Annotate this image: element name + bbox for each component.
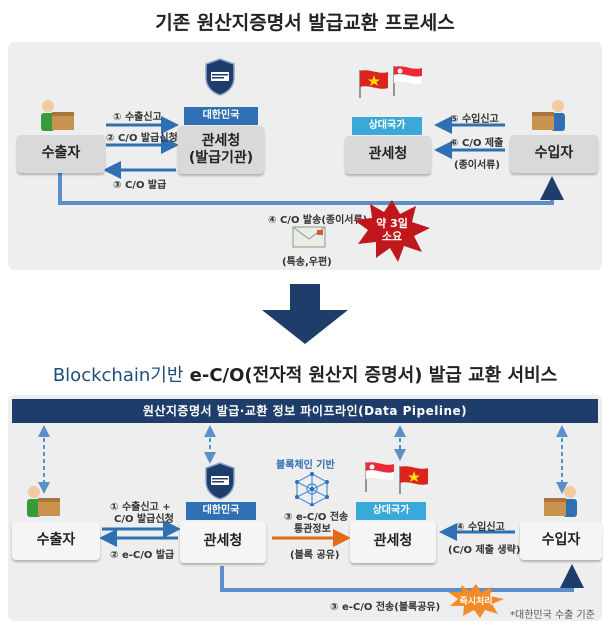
singapore-flag-icon — [364, 460, 396, 496]
bottom-step1-line1: ① 수출신고 + — [110, 502, 171, 513]
top-partner-tag: 상대국가 — [352, 117, 422, 135]
top-flow-lines — [58, 116, 564, 205]
bottom-step1-line2: C/O 발급신청 — [114, 514, 174, 525]
bottom-step4: ④ 수입신고 — [456, 522, 505, 533]
bottom-step3-line2: 통관정보 — [294, 524, 331, 535]
bottom-title-prefix: Blockchain기반 — [52, 365, 184, 386]
top-step4-sub: (특송,우편) — [282, 257, 332, 268]
bottom-importer-label: 수입자 — [541, 532, 581, 549]
bottom-kr-tag: 대한민국 — [186, 502, 256, 520]
instant-burst: 즉시처리 — [448, 584, 504, 618]
bottom-step3-line1: ③ e-C/O 전송 — [284, 512, 349, 523]
time-burst: 약 3일 소요 — [354, 200, 430, 262]
vietnam-flag-icon — [358, 68, 390, 102]
bottom-panel — [8, 395, 602, 621]
top-step6: ⑥ C/O 제출 — [450, 138, 504, 149]
arrow-co-mail — [58, 172, 564, 205]
arrow-eco-transfer-long — [220, 564, 584, 592]
person-with-box-icon — [540, 484, 582, 526]
top-importer-box: 수입자 — [510, 135, 598, 173]
top-exporter-label: 수출자 — [41, 145, 81, 162]
bottom-kr-customs-label: 관세청 — [203, 533, 243, 550]
top-step1: ① 수출신고 — [113, 112, 162, 123]
top-kr-customs-line1: 관세청 — [201, 132, 241, 149]
top-step4: ④ C/O 발송(종이서류) — [268, 215, 368, 226]
burst-line1: 약 3일 — [376, 217, 408, 230]
bottom-partner-customs-box: 관세청 — [350, 521, 436, 563]
bottom-kr-customs-box: 관세청 — [180, 521, 266, 563]
bottom-step4-sub: (C/O 제출 생략) — [448, 545, 521, 556]
bottom-exporter-box: 수출자 — [12, 522, 100, 560]
singapore-flag-icon — [392, 64, 424, 100]
top-title: 기존 원산지증명서 발급교환 프로세스 — [155, 12, 455, 34]
bottom-step2: ② e-C/O 발급 — [110, 550, 175, 561]
top-step6-sub: (종이서류) — [454, 160, 500, 171]
bottom-partner-customs-label: 관세청 — [373, 533, 413, 550]
top-partner-customs-box: 관세청 — [345, 136, 431, 174]
top-partner-customs-label: 관세청 — [368, 146, 408, 163]
pipeline-banner: 원산지증명서 발급·교환 정보 파이프라인(Data Pipeline) — [12, 399, 598, 423]
top-exporter-box: 수출자 — [17, 135, 105, 173]
top-importer-label: 수입자 — [534, 145, 574, 162]
person-with-box-icon — [528, 98, 570, 140]
top-step5: ⑤ 수입신고 — [450, 114, 499, 125]
burst-instant-label: 즉시처리 — [459, 597, 493, 607]
bottom-title: Blockchain기반 e-C/O(전자적 원산지 증명서) 발급 교환 서비… — [0, 361, 610, 387]
top-kr-customs-box: 관세청 (발급기관) — [178, 126, 264, 174]
customs-badge-icon — [204, 462, 236, 504]
envelope-icon — [292, 226, 326, 252]
bottom-partner-tag: 상대국가 — [356, 502, 426, 520]
bottom-step3-sub: (블록 공유) — [290, 550, 340, 561]
vietnam-flag-icon — [398, 464, 430, 498]
blockchain-network-icon — [294, 472, 330, 510]
blockchain-label: 블록체인 기반 — [276, 460, 335, 471]
person-with-box-icon — [22, 484, 64, 526]
top-step2: ② C/O 발급신청 — [106, 133, 178, 144]
customs-badge-icon — [204, 58, 236, 100]
top-kr-tag: 대한민국 — [184, 107, 258, 125]
person-with-box-icon — [36, 98, 78, 140]
bottom-exporter-label: 수출자 — [36, 532, 76, 549]
bottom-importer-box: 수입자 — [520, 522, 602, 560]
bottom-step5: ③ e-C/O 전송(블록공유) — [330, 602, 441, 613]
down-arrow-icon — [262, 284, 348, 348]
top-step3: ③ C/O 발급 — [113, 180, 167, 191]
burst-line2: 소요 — [381, 230, 403, 243]
footnote: *대한민국 수출 기준 — [510, 610, 595, 621]
top-kr-customs-line2: (발급기관) — [188, 150, 254, 166]
bottom-title-rest: e-C/O(전자적 원산지 증명서) 발급 교환 서비스 — [183, 365, 558, 386]
